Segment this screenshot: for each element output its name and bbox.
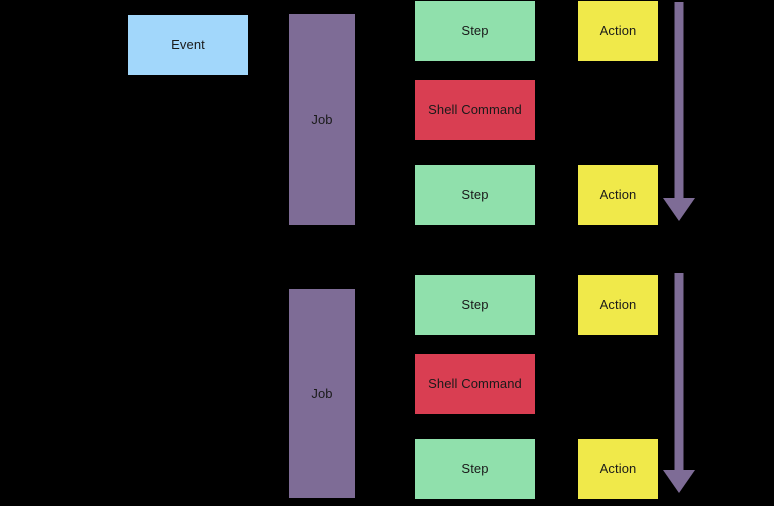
node-shell-2[interactable]: Shell Command [415, 354, 535, 414]
node-action-1[interactable]: Action [578, 1, 658, 61]
node-job-1[interactable]: Job [289, 14, 355, 225]
node-step-1[interactable]: Step [415, 1, 535, 61]
node-action-4[interactable]: Action [578, 439, 658, 499]
flow-arrow-2 [663, 273, 695, 493]
node-step-4[interactable]: Step [415, 439, 535, 499]
node-shell-1[interactable]: Shell Command [415, 80, 535, 140]
node-action-2[interactable]: Action [578, 165, 658, 225]
node-event-1[interactable]: Event [128, 15, 248, 75]
node-action-3[interactable]: Action [578, 275, 658, 335]
node-job-2[interactable]: Job [289, 289, 355, 498]
flow-arrow-1 [663, 2, 695, 221]
node-step-2[interactable]: Step [415, 165, 535, 225]
node-step-3[interactable]: Step [415, 275, 535, 335]
